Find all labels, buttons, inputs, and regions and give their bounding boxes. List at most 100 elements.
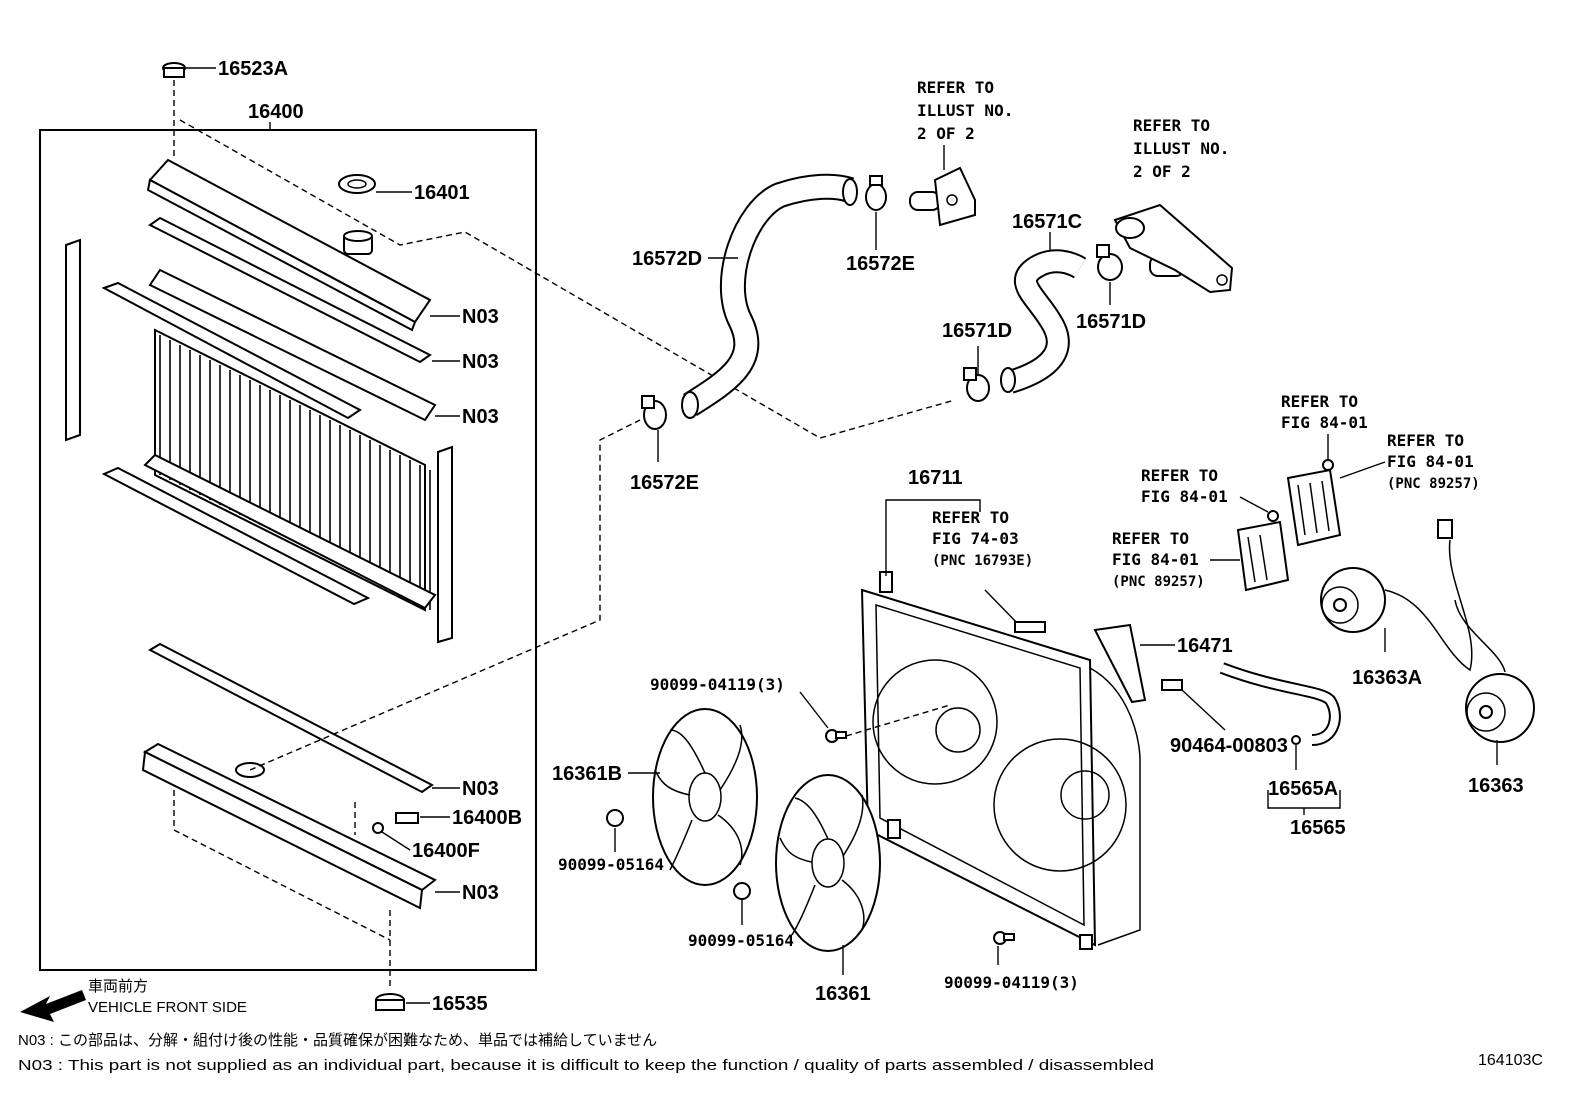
motor-wire-A bbox=[1384, 539, 1473, 672]
label-16400: 16400 bbox=[248, 101, 304, 123]
bracket-16471 bbox=[1093, 623, 1147, 704]
controller-lower bbox=[1236, 520, 1290, 592]
drain-plug-16523A bbox=[162, 62, 186, 160]
refer-2-line-1: REFER TO bbox=[1133, 116, 1210, 135]
refer-1-line-1: REFER TO bbox=[917, 78, 994, 97]
bolt-90099-04119-top bbox=[825, 729, 847, 743]
refer-2-line-2: ILLUST NO. bbox=[1133, 139, 1229, 158]
seal-bottom-diagonal bbox=[101, 466, 371, 606]
lower-tank bbox=[141, 742, 437, 941]
radiator-cap-16401 bbox=[338, 174, 376, 194]
label-16571D-right: 16571D bbox=[1076, 311, 1146, 333]
refer-3-line-2: FIG 74-03 bbox=[932, 529, 1019, 548]
refer-note-6: REFER TO FIG 84-01 bbox=[1281, 392, 1368, 432]
refer-note-4: REFER TO FIG 84-01 bbox=[1141, 466, 1228, 506]
clamp-16572E-top bbox=[865, 175, 887, 211]
label-90099-05164-mid: 90099-05164 bbox=[688, 931, 794, 950]
oring-16400F bbox=[372, 822, 384, 834]
label-N03-e: N03 bbox=[462, 882, 499, 904]
label-16361B: 16361B bbox=[552, 763, 622, 785]
clamp-16571D-right bbox=[1096, 244, 1123, 281]
refer-note-5: REFER TO FIG 84-01 (PNC 89257) bbox=[1112, 529, 1205, 590]
note-jp: N03 : この部品は、分解・組付け後の性能・品質確保が困難なため、単品では補給… bbox=[18, 1031, 657, 1049]
refer-5-line-2: FIG 84-01 bbox=[1112, 550, 1199, 569]
refer-3-line-3: (PNC 16793E) bbox=[932, 553, 1033, 569]
note-en: N03 : This part is not supplied as an in… bbox=[18, 1057, 1154, 1074]
refer-note-1: REFER TO ILLUST NO. 2 OF 2 bbox=[917, 78, 1013, 143]
refer-2-line-3: 2 OF 2 bbox=[1133, 162, 1191, 181]
label-16523A: 16523A bbox=[218, 58, 288, 80]
refer-6-line-1: REFER TO bbox=[1281, 392, 1358, 411]
refer-6-line-2: FIG 84-01 bbox=[1281, 413, 1368, 432]
fan-16361 bbox=[775, 774, 881, 952]
cushion-16535 bbox=[375, 993, 405, 1011]
label-16571D-left: 16571D bbox=[942, 320, 1012, 342]
label-16535: 16535 bbox=[432, 993, 488, 1015]
vehicle-front-arrow bbox=[20, 990, 86, 1022]
refer-note-7: REFER TO FIG 84-01 (PNC 89257) bbox=[1387, 431, 1480, 492]
refer-4-line-1: REFER TO bbox=[1141, 466, 1218, 485]
label-N03-b: N03 bbox=[462, 351, 499, 373]
label-16363: 16363 bbox=[1468, 775, 1524, 797]
clamp-16572E-bottom bbox=[641, 395, 667, 430]
clamp-16571D-left bbox=[963, 367, 990, 402]
fan-motor-16363 bbox=[1465, 673, 1535, 743]
refer-note-3: REFER TO FIG 74-03 (PNC 16793E) bbox=[932, 508, 1033, 569]
bolt-upper bbox=[1322, 459, 1334, 471]
controller-upper bbox=[1286, 468, 1342, 547]
label-16400F: 16400F bbox=[412, 840, 480, 862]
seal-left-vertical bbox=[65, 238, 81, 442]
refer-5-line-1: REFER TO bbox=[1112, 529, 1189, 548]
lower-gasket bbox=[147, 642, 434, 794]
fan-motor-16363A bbox=[1320, 567, 1386, 633]
fan-shroud-16711 bbox=[860, 571, 1141, 950]
refer-7-line-1: REFER TO bbox=[1387, 431, 1464, 450]
label-N03-a: N03 bbox=[462, 306, 499, 328]
label-16572E-top: 16572E bbox=[846, 253, 915, 275]
direction-en: VEHICLE FRONT SIDE bbox=[88, 999, 247, 1016]
radiator-core bbox=[143, 268, 437, 612]
fan-16361B bbox=[652, 708, 758, 886]
label-N03-c: N03 bbox=[462, 406, 499, 428]
label-16471: 16471 bbox=[1177, 635, 1233, 657]
water-inlet-housing bbox=[1113, 203, 1234, 294]
bolt-lower bbox=[1267, 510, 1279, 522]
label-16401: 16401 bbox=[414, 182, 470, 204]
label-16565A: 16565A bbox=[1268, 778, 1338, 800]
label-16363A: 16363A bbox=[1352, 667, 1422, 689]
label-16565: 16565 bbox=[1290, 817, 1346, 839]
bolt-90099-04119-bottom bbox=[993, 931, 1015, 945]
lower-hose-16571C bbox=[1000, 249, 1087, 394]
refer-5-line-3: (PNC 89257) bbox=[1112, 574, 1205, 590]
seal-right-vertical bbox=[437, 445, 453, 644]
label-16572E-bottom: 16572E bbox=[630, 472, 699, 494]
label-tag bbox=[1014, 621, 1046, 633]
upper-gasket bbox=[148, 216, 432, 364]
figure-code: 164103C bbox=[1478, 1052, 1543, 1069]
upper-tank bbox=[146, 158, 432, 332]
refer-note-2: REFER TO ILLUST NO. 2 OF 2 bbox=[1133, 116, 1229, 181]
harness-16565 bbox=[1219, 662, 1341, 746]
label-16361: 16361 bbox=[815, 983, 871, 1005]
clip-90464-00803 bbox=[1161, 679, 1183, 691]
refer-3-line-1: REFER TO bbox=[932, 508, 1009, 527]
upper-hose-16572D bbox=[681, 173, 858, 419]
label-N03-d: N03 bbox=[462, 778, 499, 800]
refer-1-line-3: 2 OF 2 bbox=[917, 124, 975, 143]
label-16572D: 16572D bbox=[632, 248, 702, 270]
direction-jp: 車両前方 bbox=[88, 978, 148, 995]
nut-90099-05164-left bbox=[606, 809, 624, 827]
label-90099-04119-bottom: 90099-04119(3) bbox=[944, 973, 1079, 992]
nut-90099-05164-mid bbox=[733, 882, 751, 900]
refer-1-line-2: ILLUST NO. bbox=[917, 101, 1013, 120]
label-90099-05164-left: 90099-05164 bbox=[558, 855, 664, 874]
label-16571C: 16571C bbox=[1012, 211, 1082, 233]
label-90099-04119-top: 90099-04119(3) bbox=[650, 675, 785, 694]
label-16711: 16711 bbox=[908, 467, 963, 489]
radiator-assembly-frame bbox=[39, 129, 537, 971]
refer-7-line-3: (PNC 89257) bbox=[1387, 476, 1480, 492]
refer-4-line-2: FIG 84-01 bbox=[1141, 487, 1228, 506]
seal-top-diagonal bbox=[101, 281, 362, 420]
refer-7-line-2: FIG 84-01 bbox=[1387, 452, 1474, 471]
